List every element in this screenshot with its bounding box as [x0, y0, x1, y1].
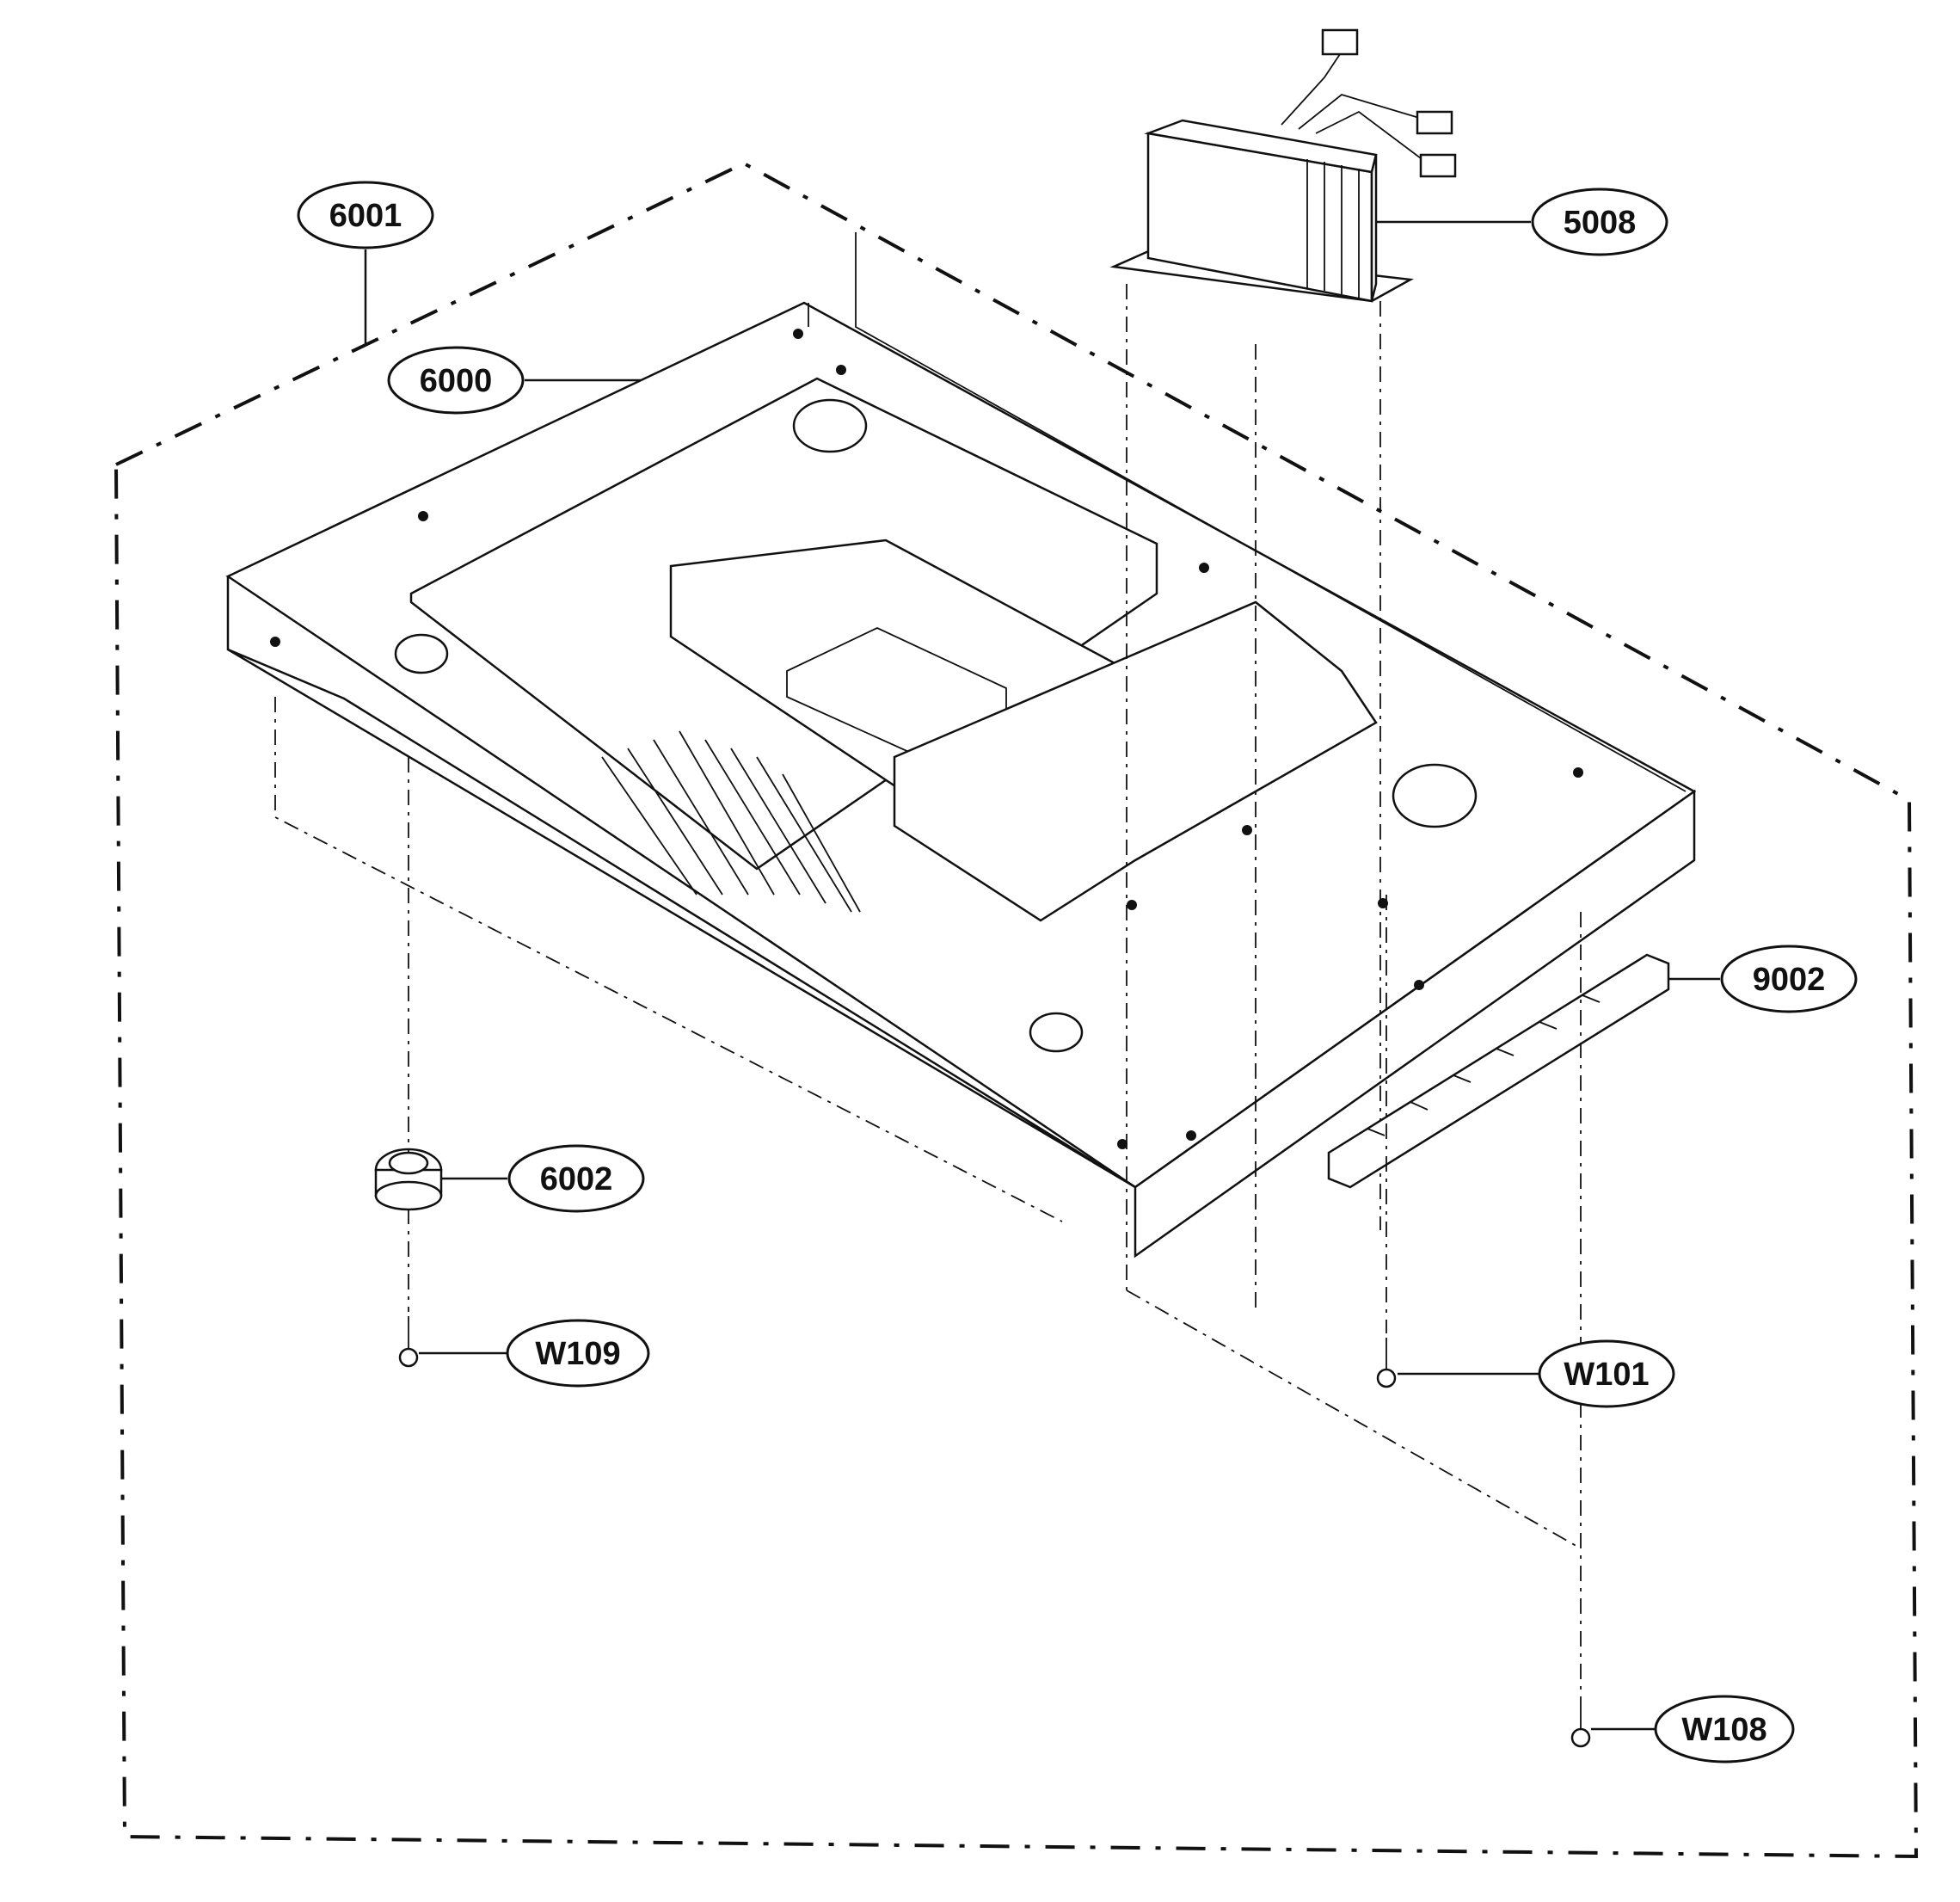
assembly-boundary [114, 161, 1919, 1859]
callout-6000: 6000 [387, 346, 525, 415]
callout-6001: 6001 [297, 181, 434, 249]
label-assembly: 6001 [329, 198, 402, 234]
foam-strip [1327, 953, 1670, 1189]
callout-w101: W101 [1538, 1339, 1675, 1408]
screw-strip [1570, 1696, 1591, 1748]
label-screw-transformer: W101 [1564, 1357, 1649, 1393]
label-transformer: 5008 [1564, 205, 1637, 241]
projection-lines [274, 697, 1582, 1690]
label-foot: 6002 [540, 1161, 613, 1197]
label-screw-foot: W109 [535, 1336, 620, 1372]
screw-transformer [1376, 1338, 1397, 1388]
foot [374, 1148, 443, 1211]
callout-9002: 9002 [1720, 945, 1858, 1013]
leader-lines [364, 220, 1720, 1731]
transformer [1109, 28, 1457, 1312]
callout-w109: W109 [506, 1319, 650, 1388]
base-plate [225, 232, 1697, 1259]
screw-foot [398, 1316, 419, 1368]
callout-5008: 5008 [1531, 188, 1668, 256]
label-base-plate: 6000 [420, 363, 493, 399]
callout-6002: 6002 [507, 1144, 645, 1213]
label-screw-strip: W108 [1681, 1712, 1766, 1748]
callout-w108: W108 [1654, 1695, 1795, 1764]
label-foam-strip: 9002 [1753, 962, 1826, 998]
